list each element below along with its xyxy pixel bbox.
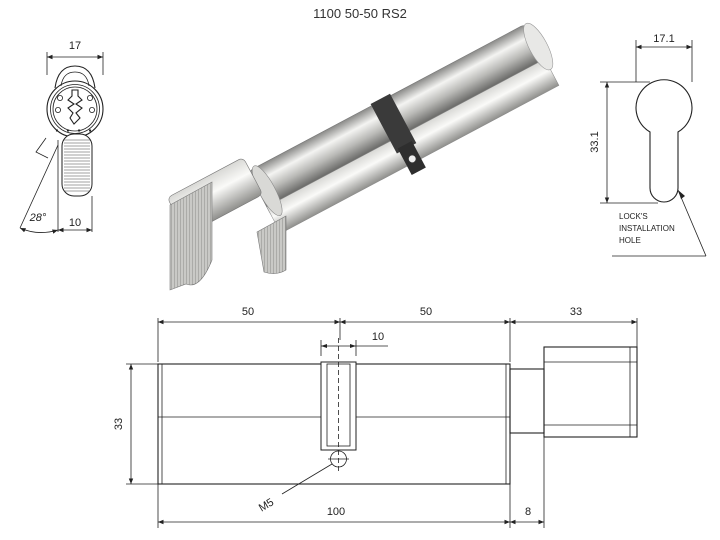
arrowhead [321,344,327,348]
cylinder-render [168,22,560,291]
housing-top [54,65,96,89]
front-width-label: 17 [69,40,81,52]
side-cam-width-label: 10 [372,331,384,343]
note-line-1: LOCK'S [619,212,648,221]
thumb-turn [61,133,93,197]
thumb-turn-knurling [64,139,90,192]
arrowhead [350,344,356,348]
note-leader-arrow [678,190,685,199]
profile-height-label: 33.1 [589,131,601,152]
note-leader [677,189,707,257]
profile-view: 17.1 33.1 LOCK'S INSTALLATION HOLE [589,33,707,257]
screw-label: M5 [257,496,276,514]
detail-pointer [35,137,49,159]
left-length-label: 50 [242,306,254,318]
keyway [67,89,83,125]
screw-leader [281,463,333,495]
front-angle-label: 28° [29,212,47,224]
note-line-3: HOLE [619,236,641,245]
right-length-label: 50 [420,306,432,318]
spacer-collar [509,368,545,434]
total-length-label: 100 [327,506,345,518]
pin-hole [57,95,64,102]
front-cam-width-label: 10 [69,217,81,229]
thumb-turn-side [543,346,638,438]
note-line-2: INSTALLATION [619,224,675,233]
housing-inner [60,71,90,87]
pin-hole [55,107,62,114]
collar-knurled-face [256,215,287,274]
knob-length-label: 33 [570,306,582,318]
angle-leader [19,144,59,229]
front-view: 17 ▪ ▪ ▪ ▪ 28° 10 [19,40,104,234]
angle-arc [19,227,59,234]
pin-hole [89,107,96,114]
knob-knurled-face [169,181,213,291]
cam-collar [370,93,417,154]
installation-hole-outline [635,79,693,203]
screw-hole [407,154,417,164]
side-view: 50 50 33 10 33 M5 [113,306,638,528]
pin-hole [87,95,94,102]
engraving-mark: ▪ ▪ ▪ ▪ [55,126,94,135]
gap-label: 8 [525,506,531,518]
drawing-title: 1100 50-50 RS2 [313,6,407,21]
plug-circle [52,86,98,132]
side-height-label: 33 [113,418,125,430]
profile-width-label: 17.1 [653,33,674,45]
cylinder-end-face [523,22,554,71]
